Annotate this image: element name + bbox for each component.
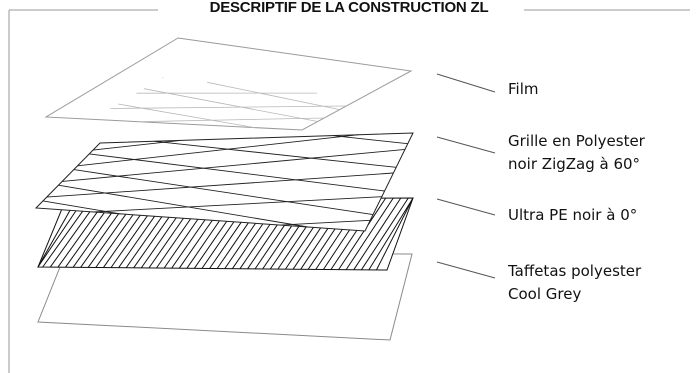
- ultra-pe-stripe: [353, 197, 402, 270]
- label-film: Film: [508, 78, 538, 101]
- film-ghost-strand: [139, 117, 325, 123]
- film-ghost-strand: [143, 88, 318, 122]
- ultra-pe-stripe: [368, 197, 414, 271]
- label-grille: Grille en Polyester noir ZigZag à 60°: [508, 130, 645, 176]
- leader-film: [436, 73, 496, 93]
- leader-taffetas: [436, 261, 496, 279]
- film-layer: [44, 37, 413, 131]
- grille-strand: [42, 200, 121, 215]
- ultra-pe-stripe: [360, 197, 409, 271]
- leader-grille: [436, 136, 496, 154]
- leader-lines: [436, 73, 496, 279]
- diagram-title-text: DESCRIPTIF DE LA CONSTRUCTION ZL: [201, 0, 497, 16]
- ultra-pe-stripe: [338, 197, 387, 270]
- grille-strand: [62, 148, 406, 182]
- ultra-pe-stripe: [345, 197, 394, 270]
- film-ghost-strand: [110, 105, 347, 109]
- diagram-title: DESCRIPTIF DE LA CONSTRUCTION ZL: [0, 0, 698, 16]
- film-mesh: [92, 77, 362, 131]
- label-taffetas-line-1: Taffetas polyester: [508, 262, 642, 280]
- grille-strand: [89, 153, 385, 192]
- grille-strand: [46, 172, 394, 198]
- label-ultra-line-1: Ultra PE noir à 0°: [508, 206, 638, 224]
- label-ultra: Ultra PE noir à 0°: [508, 204, 637, 227]
- label-grille-line-2: noir ZigZag à 60°: [508, 155, 641, 173]
- grille-strand: [77, 134, 359, 167]
- grille-strand: [58, 184, 308, 228]
- grille-strand: [154, 140, 397, 168]
- ultra-pe-stripe: [376, 197, 414, 271]
- label-taffetas: Taffetas polyester Cool Grey: [508, 260, 641, 306]
- film-ghost-strand: [207, 81, 340, 110]
- grille-strand: [93, 196, 382, 213]
- label-film-line-1: Film: [508, 80, 539, 98]
- label-grille-line-1: Grille en Polyester: [508, 132, 645, 150]
- grille-strand: [92, 139, 181, 151]
- frame: [8, 9, 690, 373]
- grille-strand: [332, 135, 408, 145]
- grille-mesh: [42, 134, 408, 228]
- grille-strand: [280, 219, 371, 226]
- label-taffetas-line-2: Cool Grey: [508, 285, 582, 303]
- grille-strand: [73, 169, 374, 216]
- leader-ultra: [436, 198, 496, 216]
